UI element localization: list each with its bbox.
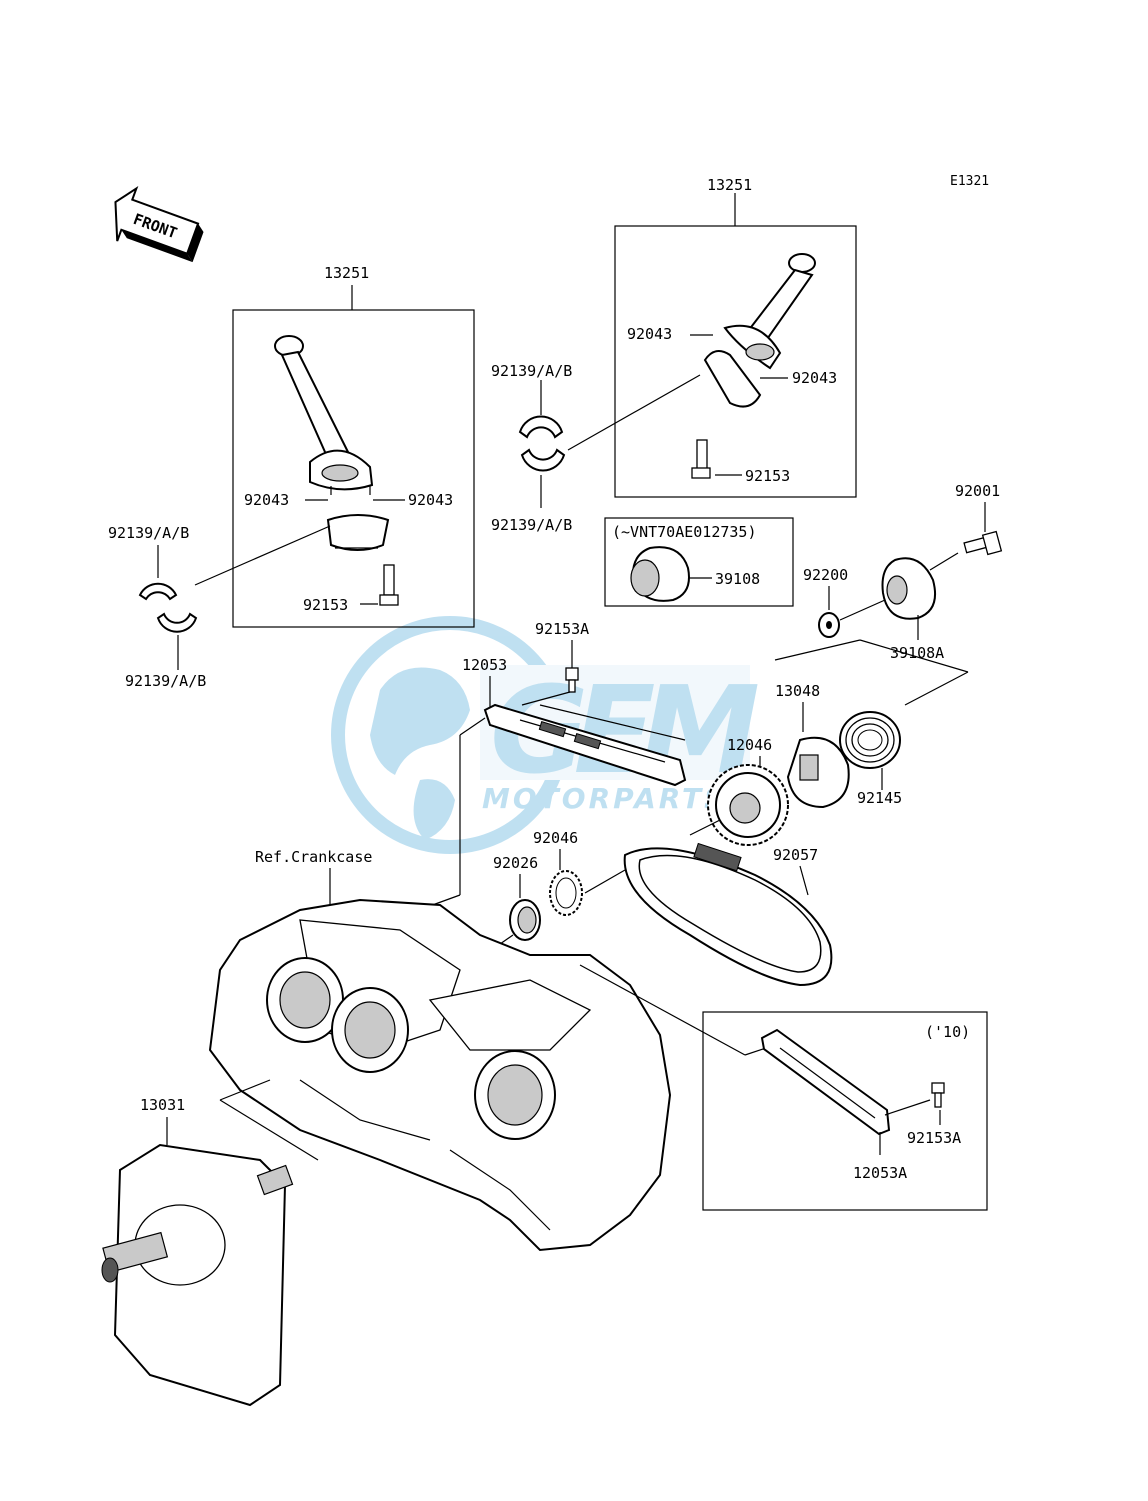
chain-guide-12053a[interactable]	[760, 1028, 891, 1136]
damper-a[interactable]	[630, 546, 690, 602]
oil-seal-label: 92026	[493, 854, 538, 872]
front-arrow-icon: FRONT	[114, 185, 204, 263]
bearing-right-top[interactable]	[518, 415, 564, 439]
damper-b-label: 39108A	[890, 644, 944, 662]
hub-13048[interactable]	[786, 736, 850, 809]
bearing-right-top-label: 92139/A/B	[491, 362, 572, 380]
bearing-right-bottom-label: 92139/A/B	[491, 516, 572, 534]
bearing-left-bottom-label: 92139/A/B	[125, 672, 206, 690]
guide-12053-label: 12053	[462, 656, 507, 674]
needle-bearing-label: 92046	[533, 829, 578, 847]
hub-13048-label: 13048	[775, 682, 820, 700]
connecting-rod-left[interactable]	[274, 335, 374, 491]
bearing-right-bottom[interactable]	[520, 448, 566, 472]
serial-note-box	[604, 517, 794, 607]
ref-crankcase-label: Ref.Crankcase	[255, 848, 372, 866]
rod-bolt-left-label: 92153	[303, 596, 348, 614]
crankshaft-13031[interactable]	[101, 1143, 294, 1407]
bolt-92001-label: 92001	[955, 482, 1000, 500]
bolt-92153a-b-label: 92153A	[907, 1129, 961, 1147]
spring-92145[interactable]	[839, 711, 901, 769]
watermark-sub-text: MOTORPARTS	[482, 782, 727, 815]
knock-pin-label-l2: 92043	[408, 491, 453, 509]
crankshaft-label: 13031	[140, 1096, 185, 1114]
rod-set-left-box	[232, 309, 475, 628]
crankcase	[208, 898, 672, 1252]
serial-note-label: (~VNT70AE012735)	[612, 523, 757, 541]
rod-bolt-left[interactable]	[379, 564, 399, 606]
year-note-box	[702, 1011, 988, 1211]
diagram-code: E1321	[950, 174, 989, 189]
spring-92145-label: 92145	[857, 789, 902, 807]
chain-92057[interactable]	[623, 842, 833, 987]
washer-label: 92200	[803, 566, 848, 584]
chain-92057-label: 92057	[773, 846, 818, 864]
bearing-left-bottom[interactable]	[156, 612, 198, 633]
sprocket-12046[interactable]	[707, 764, 789, 846]
oil-seal-92026[interactable]	[509, 899, 541, 941]
bolt-92153a[interactable]	[565, 667, 579, 693]
damper-a-label: 39108	[715, 570, 760, 588]
knock-pin-label-l1: 92043	[244, 491, 289, 509]
rod-cap-left[interactable]	[326, 514, 390, 551]
bearing-left-top[interactable]	[138, 582, 178, 601]
bolt-92153a-b[interactable]	[931, 1082, 945, 1108]
rod-set-left-label: 13251	[324, 264, 369, 282]
bearing-left-top-label: 92139/A/B	[108, 524, 189, 542]
washer-92200[interactable]	[818, 612, 840, 638]
knock-pin-label-r1: 92043	[627, 325, 672, 343]
year-note-label: ('10)	[925, 1023, 970, 1041]
bolt-92001[interactable]	[963, 530, 1003, 556]
rod-bolt-right-label: 92153	[745, 467, 790, 485]
damper-b[interactable]	[881, 557, 937, 620]
guide-12053a-label: 12053A	[853, 1164, 907, 1182]
connecting-rod-right[interactable]	[723, 253, 816, 370]
needle-bearing-92046[interactable]	[549, 870, 583, 916]
knock-pin-label-r2: 92043	[792, 369, 837, 387]
rod-set-right-label: 13251	[707, 176, 752, 194]
sprocket-12046-label: 12046	[727, 736, 772, 754]
rod-bolt-right[interactable]	[691, 439, 711, 479]
chain-guide-12053[interactable]	[483, 703, 687, 787]
rod-cap-right[interactable]	[703, 350, 762, 408]
bolt-92153a-label: 92153A	[535, 620, 589, 638]
